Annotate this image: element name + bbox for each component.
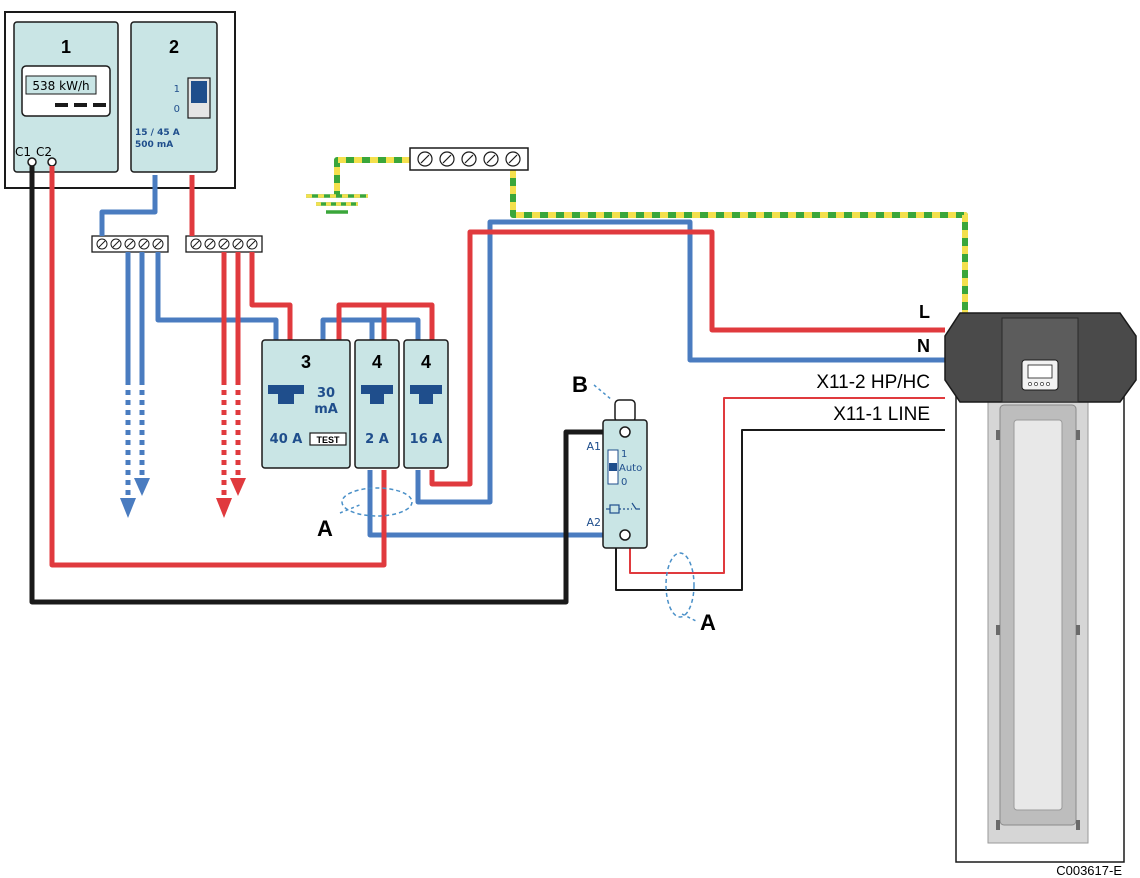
callout-a-right: A: [700, 610, 716, 635]
contactor-pos-1: 1: [621, 449, 627, 460]
rcd-sensitivity-value: 30: [317, 386, 335, 401]
contactor-label: B: [572, 372, 588, 397]
contactor-a1-terminal: [619, 426, 631, 438]
breaker-2a-rating: 2 A: [365, 432, 389, 447]
rcd-rating: 40 A: [270, 432, 303, 447]
main-breaker-sensitivity: 500 mA: [135, 140, 173, 150]
live-arrows: [216, 478, 246, 518]
rcd-sensitivity-unit: mA: [314, 402, 338, 417]
contactor-top-cap: [614, 399, 636, 423]
heat-pump-display: [1027, 364, 1053, 379]
breaker-16a-number: 4: [421, 352, 431, 372]
neutral-arrows: [120, 478, 150, 518]
earth-ground-icon: [306, 194, 368, 214]
meter-c2-label: C2: [36, 145, 52, 159]
meter-c1-label: C1: [15, 145, 31, 159]
contactor-pos-auto: Auto: [619, 463, 642, 474]
neutral-outgoing-dashed: [125, 380, 145, 500]
callout-a-left-ring: [341, 487, 413, 517]
main-breaker-number: 2: [169, 37, 179, 57]
terminal-line-label: X11-1 LINE: [833, 404, 930, 425]
terminal-n-label: N: [917, 336, 930, 356]
rcd-test-button: [309, 432, 347, 446]
breaker-2a-number: 4: [372, 352, 382, 372]
callout-a-left-leader: [339, 503, 363, 514]
meter-c1-terminal: [27, 157, 37, 167]
callout-a-right-ring: [665, 552, 695, 618]
contactor-a2-label: A2: [586, 516, 601, 529]
callout-a-right-leader: [681, 613, 699, 623]
reference-code: C003617-E: [1056, 863, 1122, 878]
control-wire-c1: [29, 166, 625, 605]
main-breaker-toggle: [191, 81, 207, 103]
water-heater-clips: [996, 430, 1080, 830]
contactor-switch-slider: [609, 463, 617, 471]
rcd-toggle-icon: [268, 385, 304, 404]
live-outgoing-dashed: [221, 380, 241, 500]
rcd-number: 3: [301, 352, 311, 372]
meter-c2-terminal: [47, 157, 57, 167]
contactor-leader: [593, 384, 613, 401]
breaker-16a-rating: 16 A: [410, 432, 443, 447]
water-heater-front-inset: [1013, 419, 1063, 811]
neutral-terminal-block: [91, 235, 169, 253]
main-breaker-rating: 15 / 45 A: [135, 128, 180, 138]
relay-coil-icon: [606, 502, 640, 514]
live-wires: [49, 166, 945, 568]
meter-number: 1: [61, 37, 71, 57]
heat-pump-buttons: [1028, 382, 1050, 386]
breaker-16a-toggle-icon: [410, 385, 442, 404]
meter-dashes: [55, 103, 106, 107]
main-breaker-pos-off: 0: [174, 104, 180, 115]
live-terminal-block: [185, 235, 263, 253]
earth-wire: [334, 157, 968, 318]
contactor-a1-label: A1: [586, 440, 601, 453]
contactor-pos-0: 0: [621, 477, 627, 488]
earth-terminal-block: [409, 147, 529, 171]
main-breaker-pos-on: 1: [174, 84, 180, 95]
control-wire-hp-hc: [629, 397, 945, 574]
breaker-2a-toggle-icon: [361, 385, 393, 404]
callout-a-left: A: [317, 516, 333, 541]
contactor-a2-terminal: [619, 529, 631, 541]
terminal-hp-hc-label: X11-2 HP/HC: [816, 372, 930, 393]
meter-reading: 538 kW/h: [32, 79, 89, 93]
control-wire-line: [615, 429, 945, 591]
neutral-wires: [99, 175, 945, 538]
meter-display: [25, 75, 97, 95]
terminal-l-label: L: [919, 302, 930, 322]
rcd-test-label: TEST: [316, 435, 340, 445]
main-breaker: [130, 21, 218, 173]
